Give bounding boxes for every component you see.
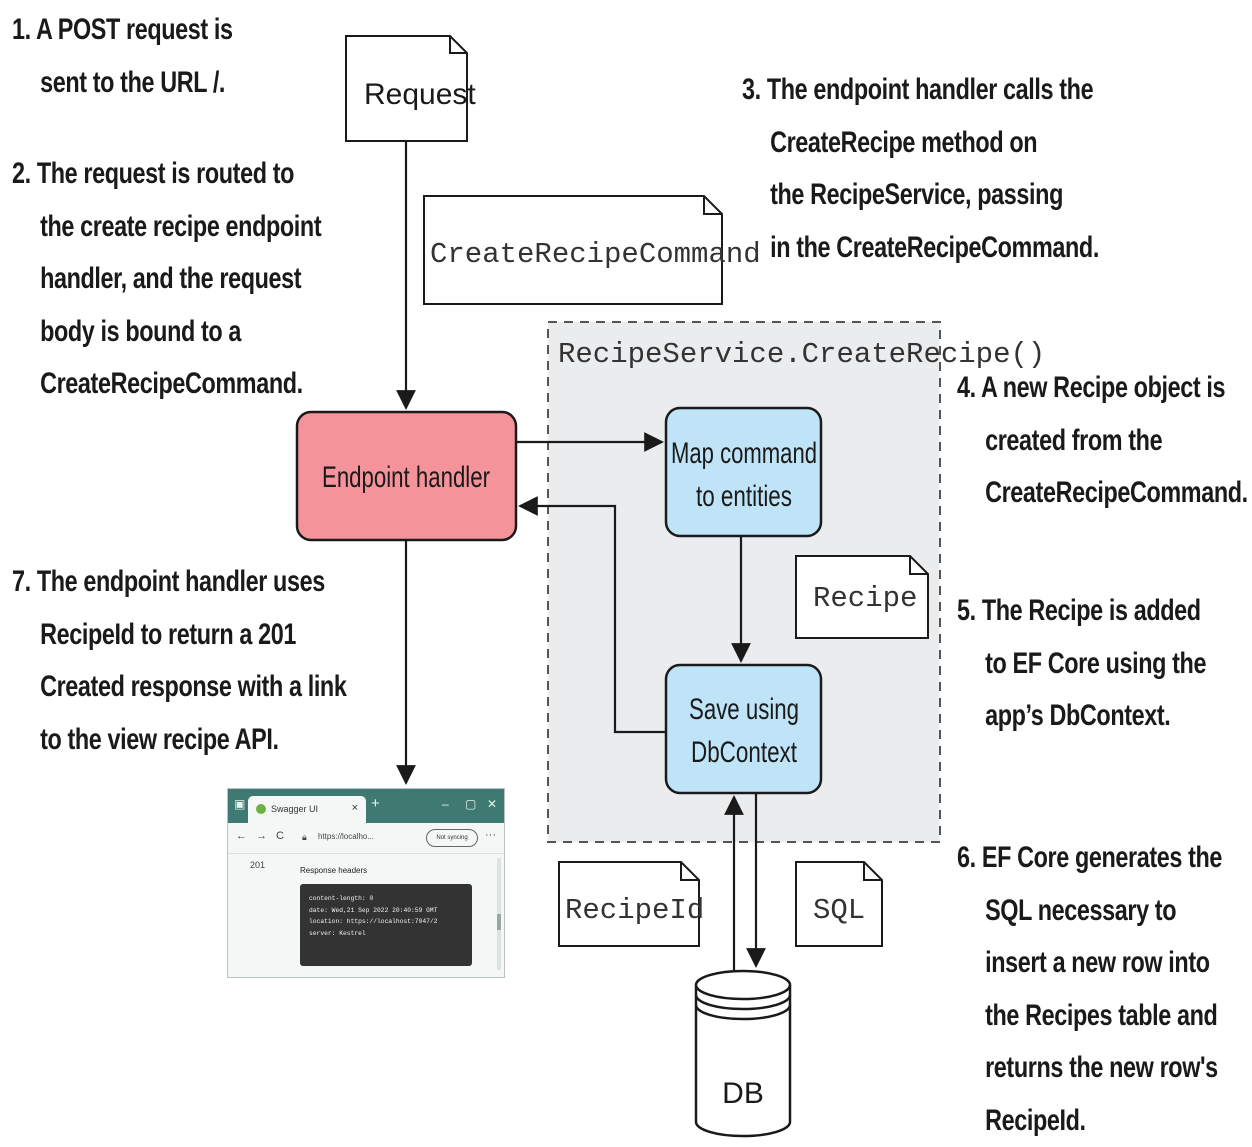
- header-line: date: Wed,21 Sep 2022 20:40:59 GMT: [309, 905, 463, 917]
- sync-status: Not syncing: [426, 829, 478, 847]
- response-status-code: 201: [250, 860, 265, 870]
- close-window-icon: ✕: [487, 797, 497, 811]
- save-dbcontext-label-line1: Save using: [689, 693, 799, 726]
- sql-note: SQL: [796, 862, 882, 946]
- header-line: server: Kestrel: [309, 928, 463, 940]
- browser-tab-title: Swagger UI: [271, 804, 318, 814]
- recipe-note-label: Recipe: [813, 582, 917, 615]
- lock-icon: 🔒︎: [302, 832, 307, 843]
- browser-address-bar: ← → C 🔒︎ https://localho... Not syncing …: [228, 823, 504, 854]
- tab-close-icon: ×: [352, 802, 358, 814]
- recipe-note: Recipe: [796, 556, 928, 638]
- command-note-label: CreateRecipeCommand: [430, 238, 761, 271]
- sql-note-label: SQL: [813, 894, 865, 927]
- request-note-label: Request: [364, 78, 476, 111]
- browser-scroll-thumb: [497, 914, 501, 930]
- back-icon: ←: [236, 830, 247, 842]
- maximize-icon: ▢: [465, 797, 476, 811]
- new-tab-icon: +: [371, 795, 380, 812]
- command-note: CreateRecipeCommand: [424, 196, 761, 304]
- reload-icon: C: [276, 830, 284, 842]
- recipe-service-label: RecipeService.CreateRecipe(): [558, 338, 1045, 371]
- browser-content: 201 Response headers content-length: 0 d…: [228, 854, 504, 978]
- browser-response-screenshot: ▣ Swagger UI × + – ▢ ✕ ← → C 🔒︎ https://…: [227, 788, 505, 978]
- minimize-icon: –: [442, 797, 449, 811]
- endpoint-handler-box: Endpoint handler: [297, 412, 516, 540]
- browser-window-icon: ▣: [234, 797, 245, 811]
- more-icon: ···: [485, 829, 496, 841]
- database-cylinder: DB: [696, 971, 790, 1136]
- save-dbcontext-label-line2: DbContext: [691, 736, 797, 769]
- save-dbcontext-box: Save using DbContext: [666, 665, 821, 793]
- map-command-label-line2: to entities: [696, 480, 792, 513]
- header-line: content-length: 0: [309, 893, 463, 905]
- response-headers-code: content-length: 0 date: Wed,21 Sep 2022 …: [300, 884, 472, 966]
- endpoint-handler-label: Endpoint handler: [322, 461, 490, 494]
- database-label: DB: [722, 1077, 764, 1110]
- browser-url: https://localho...: [318, 832, 374, 841]
- map-command-box: Map command to entities: [666, 408, 821, 536]
- swagger-favicon-icon: [256, 804, 266, 814]
- recipe-id-note-label: RecipeId: [565, 894, 704, 927]
- map-command-label-line1: Map command: [671, 437, 817, 470]
- request-note: Request: [346, 36, 476, 141]
- header-line: location: https://localhost:7047/2: [309, 916, 463, 928]
- forward-icon: →: [256, 830, 267, 842]
- recipe-id-note: RecipeId: [559, 862, 704, 946]
- browser-titlebar: ▣ Swagger UI × + – ▢ ✕: [228, 789, 504, 823]
- browser-tab: Swagger UI ×: [248, 796, 366, 823]
- response-headers-label: Response headers: [300, 866, 367, 875]
